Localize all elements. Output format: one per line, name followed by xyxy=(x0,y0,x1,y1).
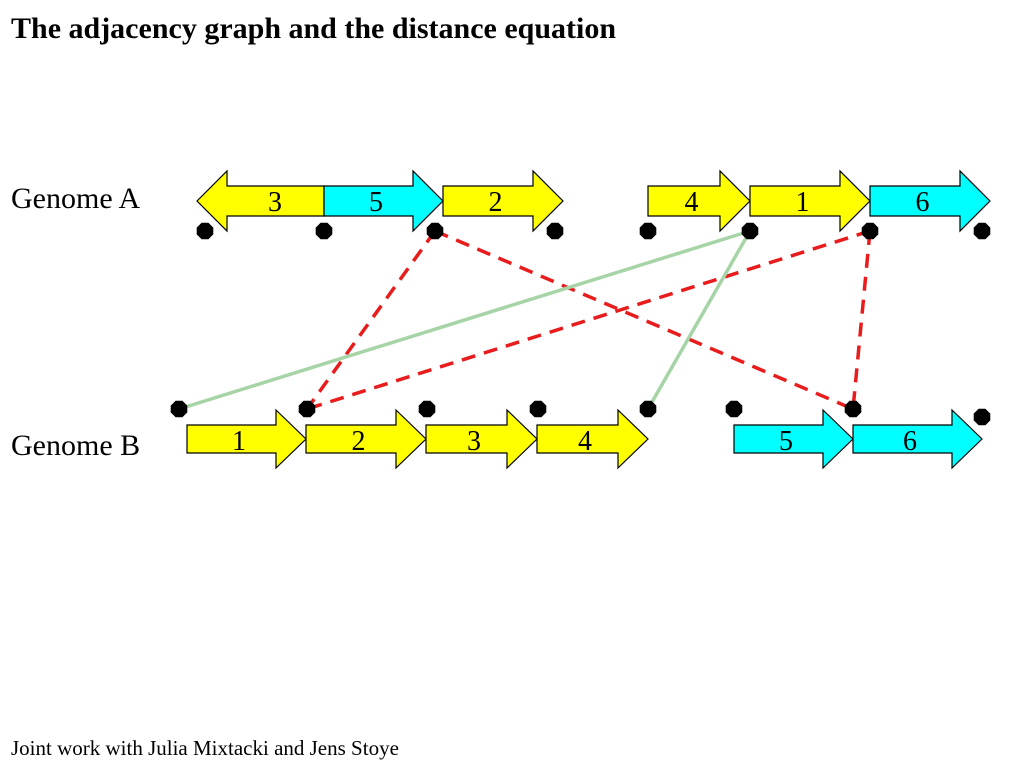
adjacency-node-a3 xyxy=(546,222,564,240)
adjacency-edge-a5-b0 xyxy=(178,229,751,411)
adjacency-node-a5 xyxy=(741,222,759,240)
gene-arrows: 3 5 2 4 1 6 1 2 3 4 5 6 xyxy=(186,169,991,470)
genome-a-label: Genome A xyxy=(11,182,140,215)
genome-a-gene-4-arrow xyxy=(647,169,751,233)
genome-a-gene-5: 5 xyxy=(323,169,444,233)
genome-b-gene-6: 6 xyxy=(852,408,983,470)
genome-b-gene-6-arrow xyxy=(852,408,983,470)
adjacency-edge-a6-b6 xyxy=(851,230,872,410)
adjacency-node-a0 xyxy=(196,222,214,240)
genome-a-gene-4: 4 xyxy=(647,169,751,233)
adjacency-node-b2 xyxy=(418,400,436,418)
genome-b-gene-5-label: 5 xyxy=(779,426,793,457)
genome-b-gene-2-arrow xyxy=(305,408,427,470)
adjacency-nodes xyxy=(170,222,991,426)
genome-b-gene-5-arrow xyxy=(733,408,854,470)
genome-b-gene-3-label: 3 xyxy=(467,426,481,457)
adjacency-node-b7 xyxy=(973,408,991,426)
genome-a-gene-6: 6 xyxy=(869,169,991,233)
genome-b-gene-4: 4 xyxy=(536,408,649,470)
adjacency-node-a1 xyxy=(315,222,333,240)
adjacency-edge-a2-b6 xyxy=(434,229,854,411)
genome-b-gene-4-label: 4 xyxy=(578,426,592,457)
adjacency-edges xyxy=(178,229,872,411)
genome-b-gene-1: 1 xyxy=(186,408,307,470)
adjacency-edge-a6-b1 xyxy=(306,229,871,411)
genome-b-gene-2: 2 xyxy=(305,408,427,470)
genome-a-gene-2-arrow xyxy=(442,169,564,233)
adjacency-edge-a5-b4 xyxy=(646,230,752,410)
adjacency-node-a7 xyxy=(973,222,991,240)
genome-a-gene-3: 3 xyxy=(196,169,325,233)
adjacency-node-b4 xyxy=(639,400,657,418)
genome-a-gene-5-arrow xyxy=(323,169,444,233)
adjacency-node-a2 xyxy=(426,222,444,240)
genome-b-gene-5: 5 xyxy=(733,408,854,470)
slide-title: The adjacency graph and the distance equ… xyxy=(11,12,617,45)
adjacency-node-b3 xyxy=(529,400,547,418)
adjacency-node-b6 xyxy=(844,400,862,418)
footer-credit: Joint work with Julia Mixtacki and Jens … xyxy=(11,736,399,760)
genome-a-gene-4-label: 4 xyxy=(685,187,699,218)
genome-a-gene-3-label: 3 xyxy=(268,187,282,218)
genome-b-gene-3-arrow xyxy=(425,408,538,470)
genome-a-gene-3-arrow xyxy=(196,169,325,233)
genome-a-gene-1-arrow xyxy=(749,169,871,233)
genome-b-label: Genome B xyxy=(11,429,140,462)
genome-a-gene-5-label: 5 xyxy=(369,187,383,218)
adjacency-node-b1 xyxy=(298,400,316,418)
adjacency-node-b5 xyxy=(725,400,743,418)
adjacency-node-a6 xyxy=(861,222,879,240)
genome-b-gene-6-label: 6 xyxy=(903,426,917,457)
genome-b-gene-4-arrow xyxy=(536,408,649,470)
genome-a-gene-1: 1 xyxy=(749,169,871,233)
genome-b-gene-2-label: 2 xyxy=(352,426,366,457)
genome-b-gene-1-label: 1 xyxy=(232,426,246,457)
genome-b-gene-3: 3 xyxy=(425,408,538,470)
genome-a-gene-1-label: 1 xyxy=(796,187,810,218)
genome-b-gene-1-arrow xyxy=(186,408,307,470)
genome-a-gene-2: 2 xyxy=(442,169,564,233)
adjacency-node-b0 xyxy=(170,400,188,418)
genome-a-gene-6-label: 6 xyxy=(916,187,930,218)
adjacency-edge-a2-b1 xyxy=(305,229,437,411)
genome-a-gene-2-label: 2 xyxy=(489,187,503,218)
adjacency-node-a4 xyxy=(639,222,657,240)
genome-a-gene-6-arrow xyxy=(869,169,991,233)
